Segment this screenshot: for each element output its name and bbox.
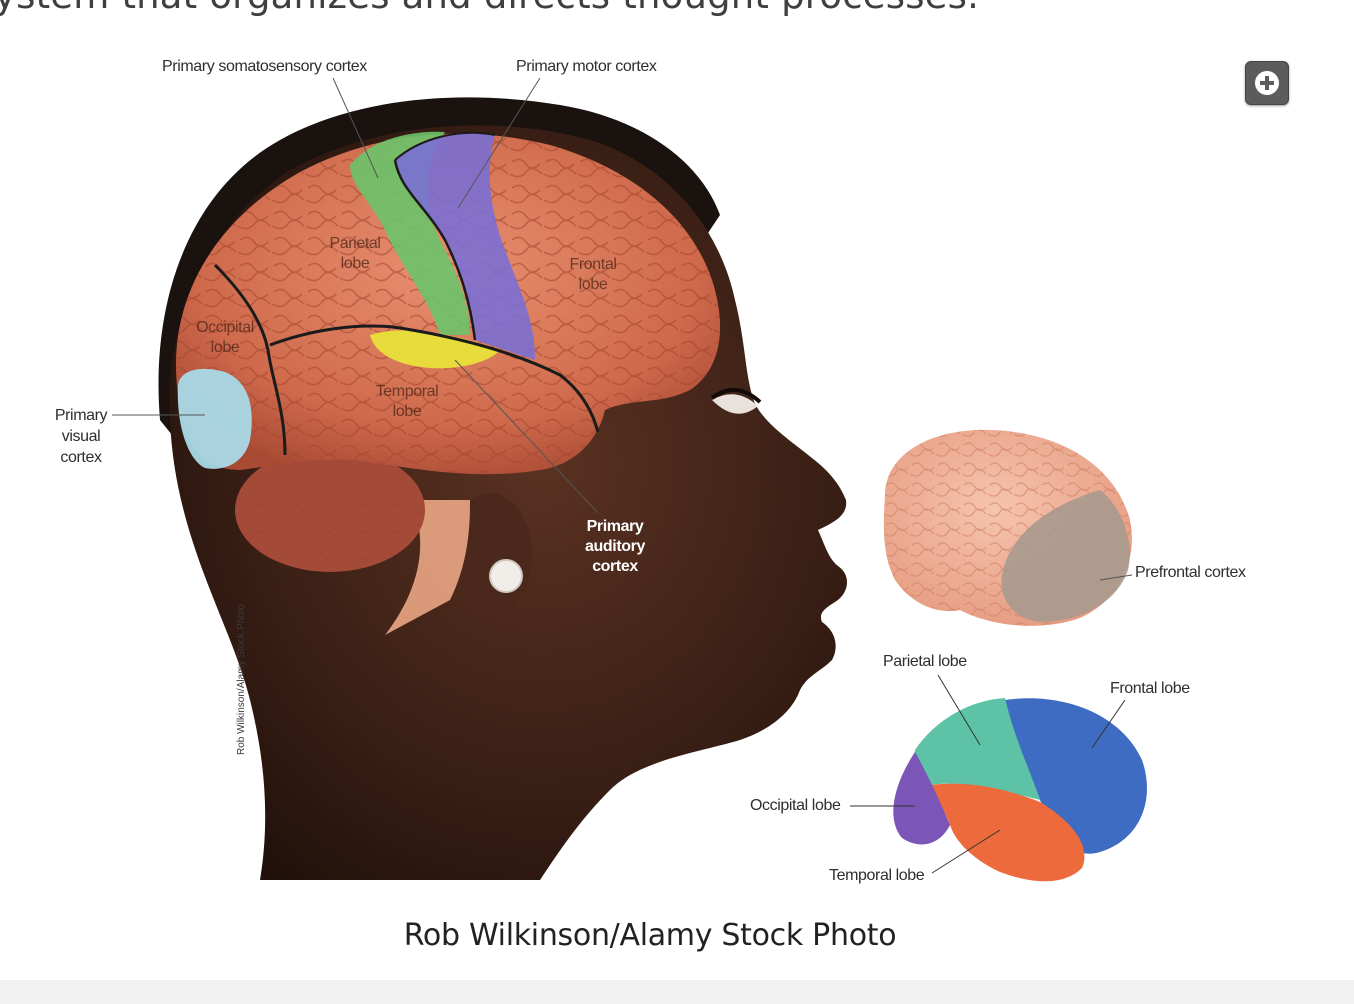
brain-illustration <box>112 77 1147 882</box>
label-temporal-lobe-main: Temporal lobe <box>375 383 439 420</box>
label-frontal-lobe-main: Frontal lobe <box>569 256 617 293</box>
visual-area <box>177 368 252 469</box>
prefrontal-area <box>1001 490 1130 622</box>
somatosensory-strip <box>350 131 470 335</box>
label-primary-auditory-cortex: Primary auditory cortex <box>585 518 645 575</box>
brain-figure: Primary somatosensory cortex Primary mot… <box>54 58 1246 884</box>
plus-icon <box>1255 71 1279 95</box>
auditory-area <box>370 330 500 369</box>
label-frontal-lobe: Frontal lobe <box>1110 680 1190 697</box>
label-occipital-lobe: Occipital lobe <box>750 797 841 814</box>
motor-strip <box>395 132 535 360</box>
footer-bar <box>0 980 1354 1004</box>
label-parietal-lobe-main: Parietal lobe <box>329 235 381 272</box>
label-primary-motor-cortex: Primary motor cortex <box>516 58 657 75</box>
figure-caption: Rob Wilkinson/Alamy Stock Photo <box>403 918 897 953</box>
label-primary-somatosensory-cortex: Primary somatosensory cortex <box>162 58 367 75</box>
label-occipital-lobe-main: Occipital lobe <box>196 319 254 356</box>
article-text-fragment: ystem that organizes and directs thought… <box>0 0 979 18</box>
zoom-button[interactable] <box>1245 61 1289 105</box>
label-primary-visual-cortex: Primary visual cortex <box>54 407 108 466</box>
vertical-photo-credit: Rob Wilkinson/Alamy Stock Photo <box>236 603 247 755</box>
earring <box>489 559 523 593</box>
label-temporal-lobe: Temporal lobe <box>829 867 925 884</box>
small-brain-lobes <box>850 674 1147 882</box>
label-parietal-lobe: Parietal lobe <box>883 653 967 670</box>
label-prefrontal-cortex: Prefrontal cortex <box>1135 564 1246 581</box>
